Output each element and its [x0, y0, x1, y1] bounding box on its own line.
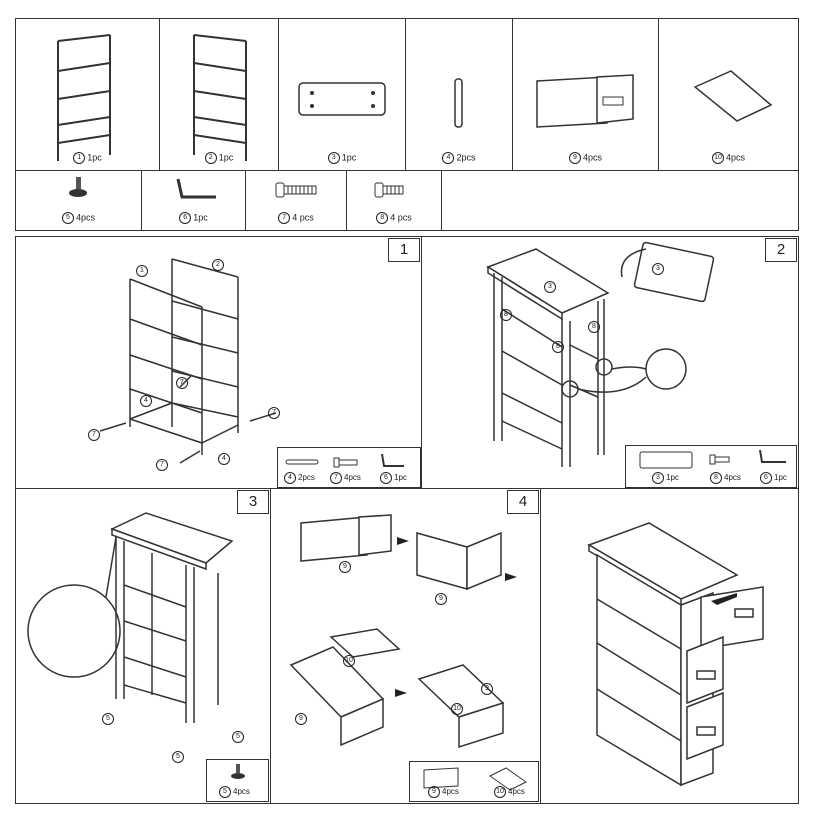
callout: 7 [156, 459, 170, 471]
bottom-board-icon [693, 70, 773, 122]
legend-parts-icons [423, 767, 527, 791]
step-4-illustration [289, 514, 517, 749]
callout: 3 [544, 281, 558, 293]
final-assembly-panel [540, 488, 799, 804]
rod-icon [454, 78, 463, 128]
allen-key-icon [176, 178, 216, 199]
callout: 7 [176, 377, 190, 389]
callout: 8 [552, 341, 566, 353]
callout: 10 [451, 703, 465, 715]
callout: 9 [481, 683, 495, 695]
callout: 5 [232, 731, 246, 743]
leveling-foot-icon [231, 764, 245, 779]
legend-parts-icons [285, 453, 404, 468]
long-bolt-icon [275, 182, 317, 198]
callout: 10 [343, 655, 357, 667]
leveling-foot-icon [69, 177, 87, 197]
legend-parts-icons [639, 449, 786, 469]
callout: 4 [218, 453, 232, 465]
callout: 7 [88, 429, 102, 441]
step-number: 1 [388, 238, 420, 262]
step-3-illustration [27, 512, 234, 723]
top-board-icon [298, 82, 386, 116]
callout: 5 [102, 713, 116, 725]
callout: 7 [268, 407, 282, 419]
callout: 3 [652, 263, 666, 275]
callout: 4 [140, 395, 154, 407]
callout: 9 [435, 593, 449, 605]
step-number: 4 [507, 490, 539, 514]
step-number: 3 [237, 490, 269, 514]
callout: 9 [339, 561, 353, 573]
finished-dresser-illustration [587, 522, 764, 787]
drawer-sheet-icon [536, 74, 634, 128]
callout: 9 [295, 713, 309, 725]
callout: 1 [136, 265, 150, 277]
step-1-illustration [99, 258, 277, 464]
step-number: 2 [765, 238, 797, 262]
callout: 8 [500, 309, 514, 321]
short-bolt-icon [374, 182, 404, 198]
frame-side-icon [57, 34, 111, 161]
frame-side-icon [193, 34, 247, 161]
callout: 5 [172, 751, 186, 763]
callout: 2 [212, 259, 226, 271]
callout: 8 [588, 321, 602, 333]
